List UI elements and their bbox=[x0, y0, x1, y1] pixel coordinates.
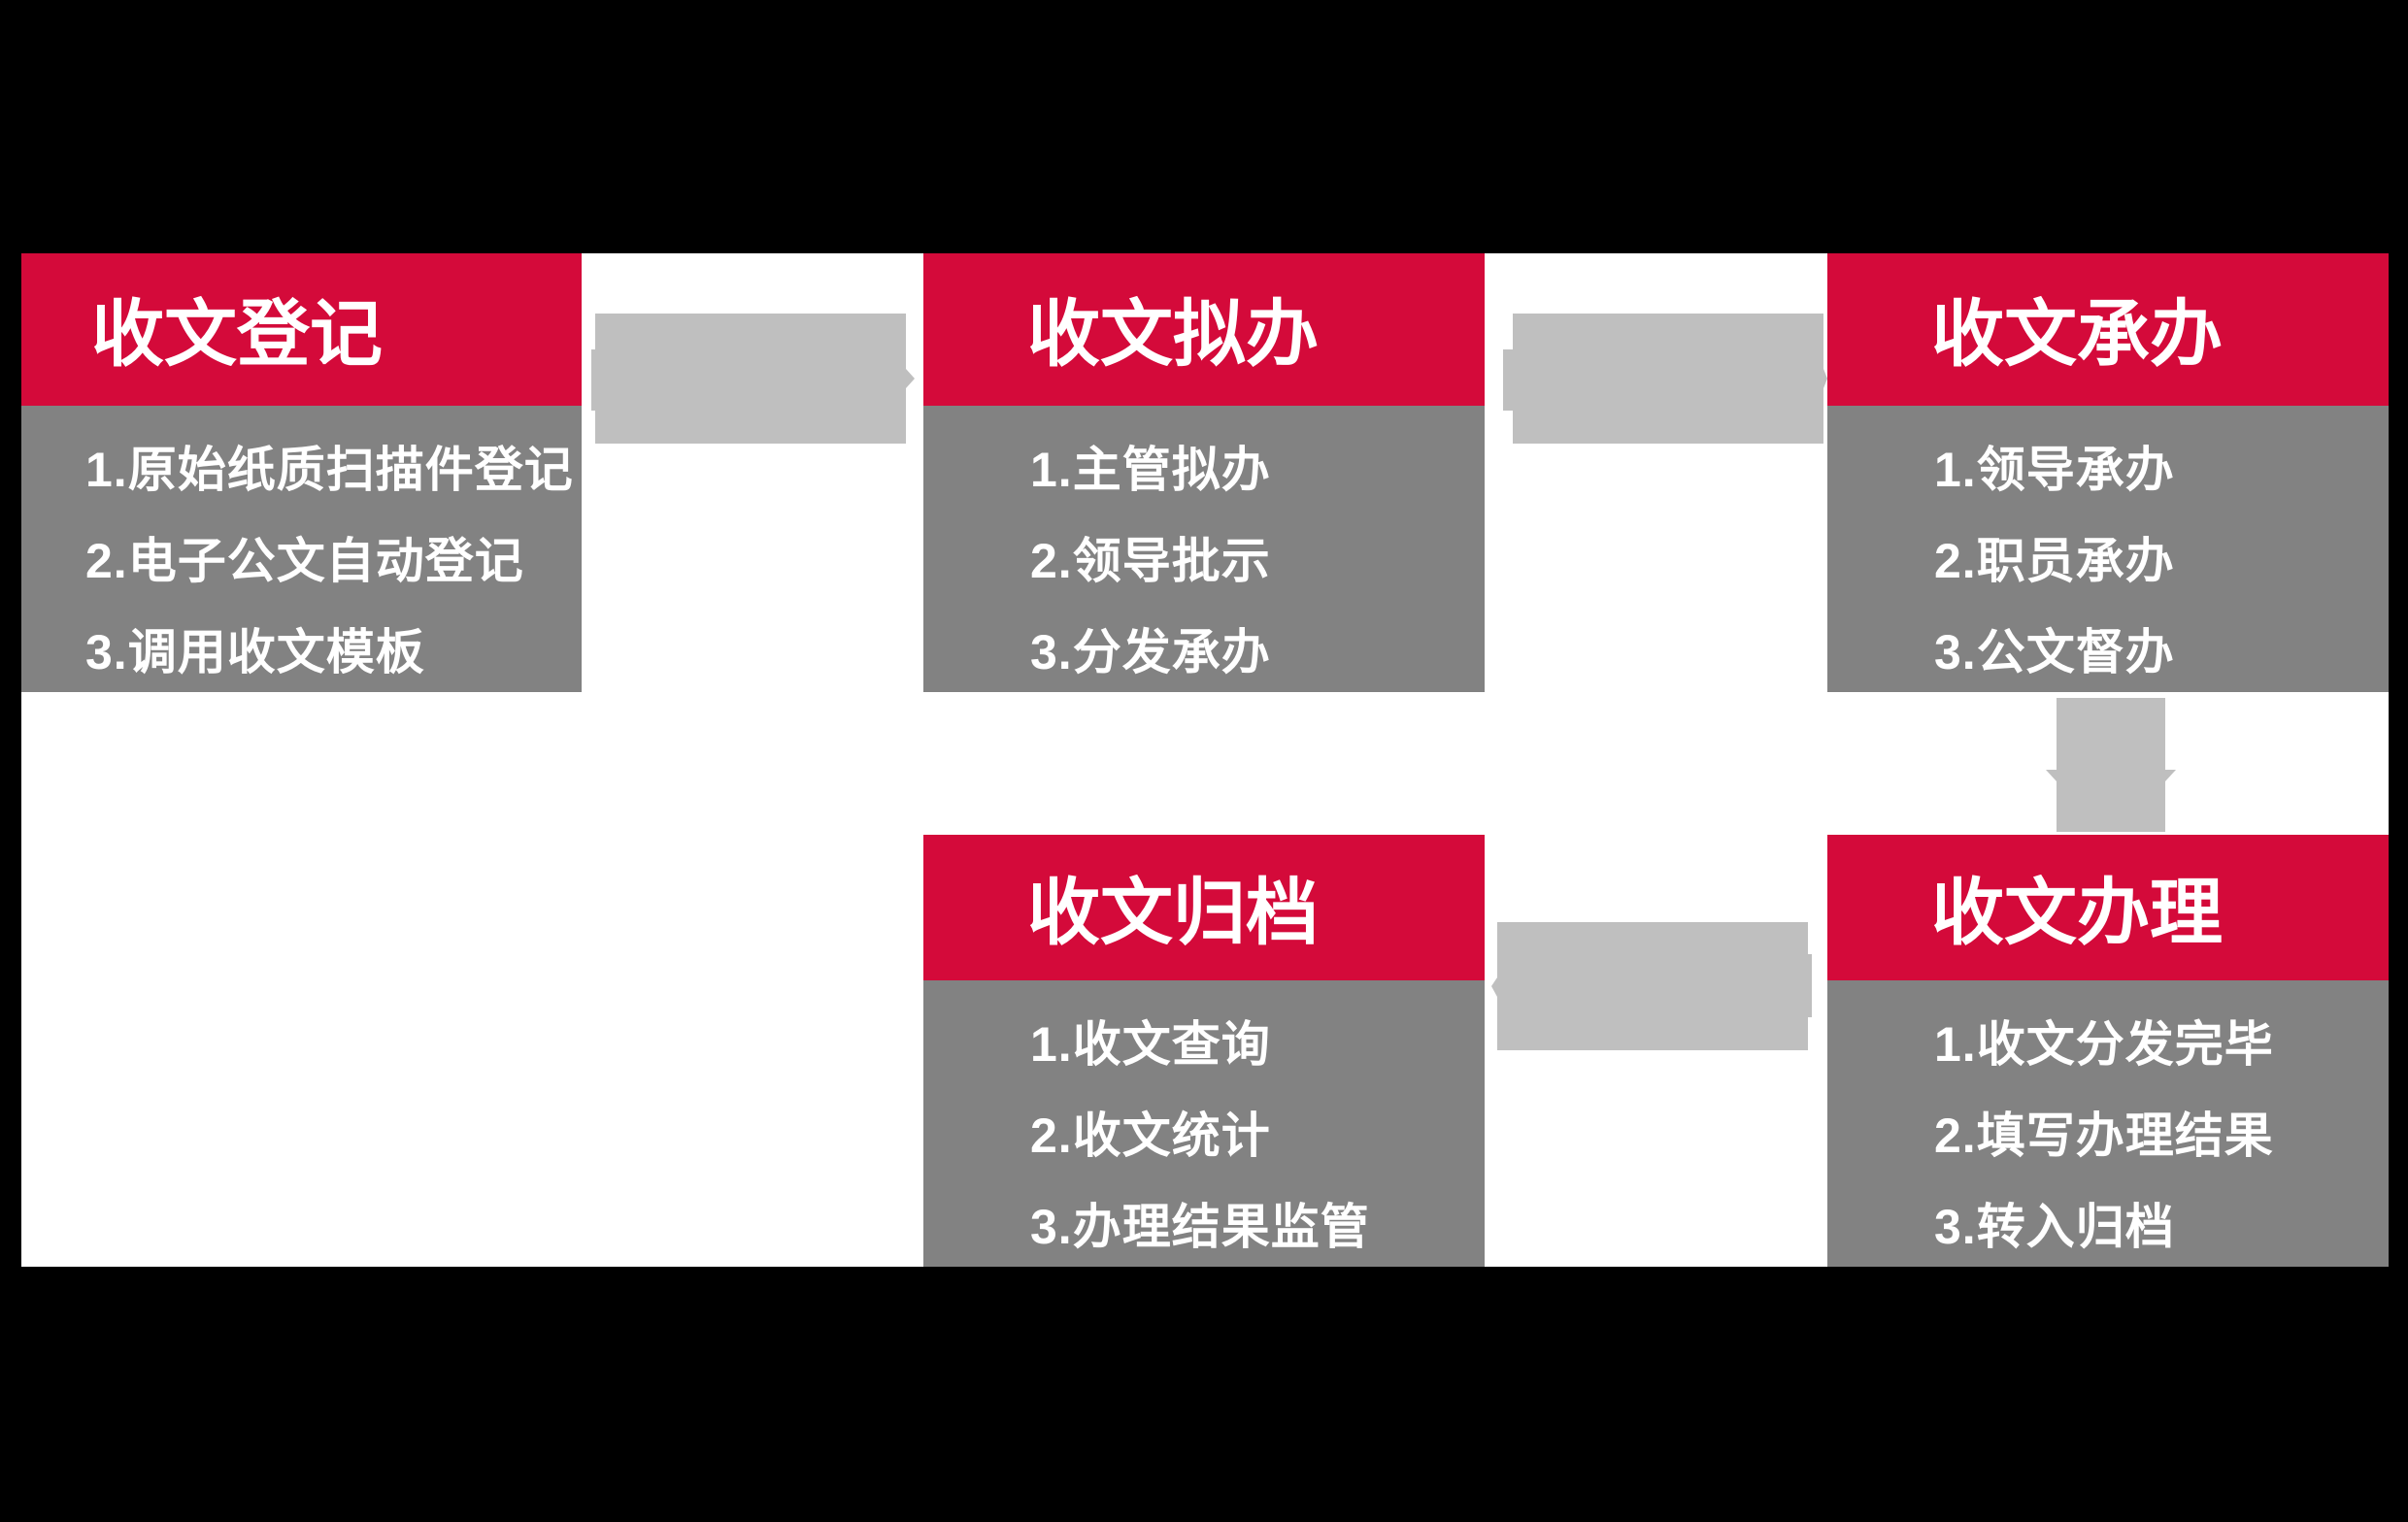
flow-box-receive-handle: 收文办理 1.收文分发完毕 2.填写办理结果 3.转入归档 bbox=[1827, 835, 2389, 1267]
box-item: 2.领导批示 bbox=[1030, 534, 1271, 588]
box-item: 3.调用收文模板 bbox=[85, 625, 425, 679]
flow-box-receive-undertake: 收文承办 1.领导承办 2.职员承办 3.公文督办 bbox=[1827, 253, 2389, 692]
box-body: 1.收文分发完毕 2.填写办理结果 3.转入归档 bbox=[1827, 980, 2389, 1267]
box-item: 1.原始纸质扫描件登记 bbox=[85, 443, 574, 497]
flow-box-receive-archive: 收文归档 1.收文查询 2.收文统计 3.办理结果监管 bbox=[923, 835, 1485, 1267]
box-title: 收文归档 bbox=[1027, 871, 1320, 953]
box-item: 1.收文分发完毕 bbox=[1934, 1017, 2274, 1072]
box-item: 3.公文督办 bbox=[1934, 625, 2175, 679]
box-item: 2.填写办理结果 bbox=[1934, 1108, 2274, 1163]
box-item: 3.分发承办 bbox=[1030, 625, 1271, 679]
box-header: 收文登记 bbox=[21, 253, 582, 406]
box-header: 收文归档 bbox=[923, 835, 1485, 980]
flow-box-receive-register: 收文登记 1.原始纸质扫描件登记 2.电子公文自动登记 3.调用收文模板 bbox=[21, 253, 582, 692]
arrow-down-icon bbox=[2046, 698, 2176, 832]
box-body: 1.领导承办 2.职员承办 3.公文督办 bbox=[1827, 406, 2389, 692]
box-title: 收文办理 bbox=[1931, 871, 2224, 953]
box-body: 1.原始纸质扫描件登记 2.电子公文自动登记 3.调用收文模板 bbox=[21, 406, 582, 692]
arrow-left-icon bbox=[1491, 922, 1812, 1050]
box-item: 1.领导承办 bbox=[1934, 443, 2175, 497]
box-header: 收文办理 bbox=[1827, 835, 2389, 980]
box-item: 2.收文统计 bbox=[1030, 1108, 1271, 1163]
box-header: 收文承办 bbox=[1827, 253, 2389, 406]
box-body: 1.收文查询 2.收文统计 3.办理结果监管 bbox=[923, 980, 1485, 1267]
box-body: 1.主管拟办 2.领导批示 3.分发承办 bbox=[923, 406, 1485, 692]
box-title: 收文承办 bbox=[1931, 293, 2224, 375]
box-item: 1.收文查询 bbox=[1030, 1017, 1271, 1072]
box-item: 3.办理结果监管 bbox=[1030, 1200, 1370, 1254]
box-item: 2.职员承办 bbox=[1934, 534, 2175, 588]
box-title: 收文登记 bbox=[91, 293, 384, 375]
box-item: 3.转入归档 bbox=[1934, 1200, 2175, 1254]
box-item: 2.电子公文自动登记 bbox=[85, 534, 524, 588]
flow-box-receive-propose: 收文拟办 1.主管拟办 2.领导批示 3.分发承办 bbox=[923, 253, 1485, 692]
box-header: 收文拟办 bbox=[923, 253, 1485, 406]
arrow-right-icon bbox=[1503, 314, 1827, 444]
arrow-right-icon bbox=[591, 314, 915, 444]
box-item: 1.主管拟办 bbox=[1030, 443, 1271, 497]
box-title: 收文拟办 bbox=[1027, 293, 1320, 375]
